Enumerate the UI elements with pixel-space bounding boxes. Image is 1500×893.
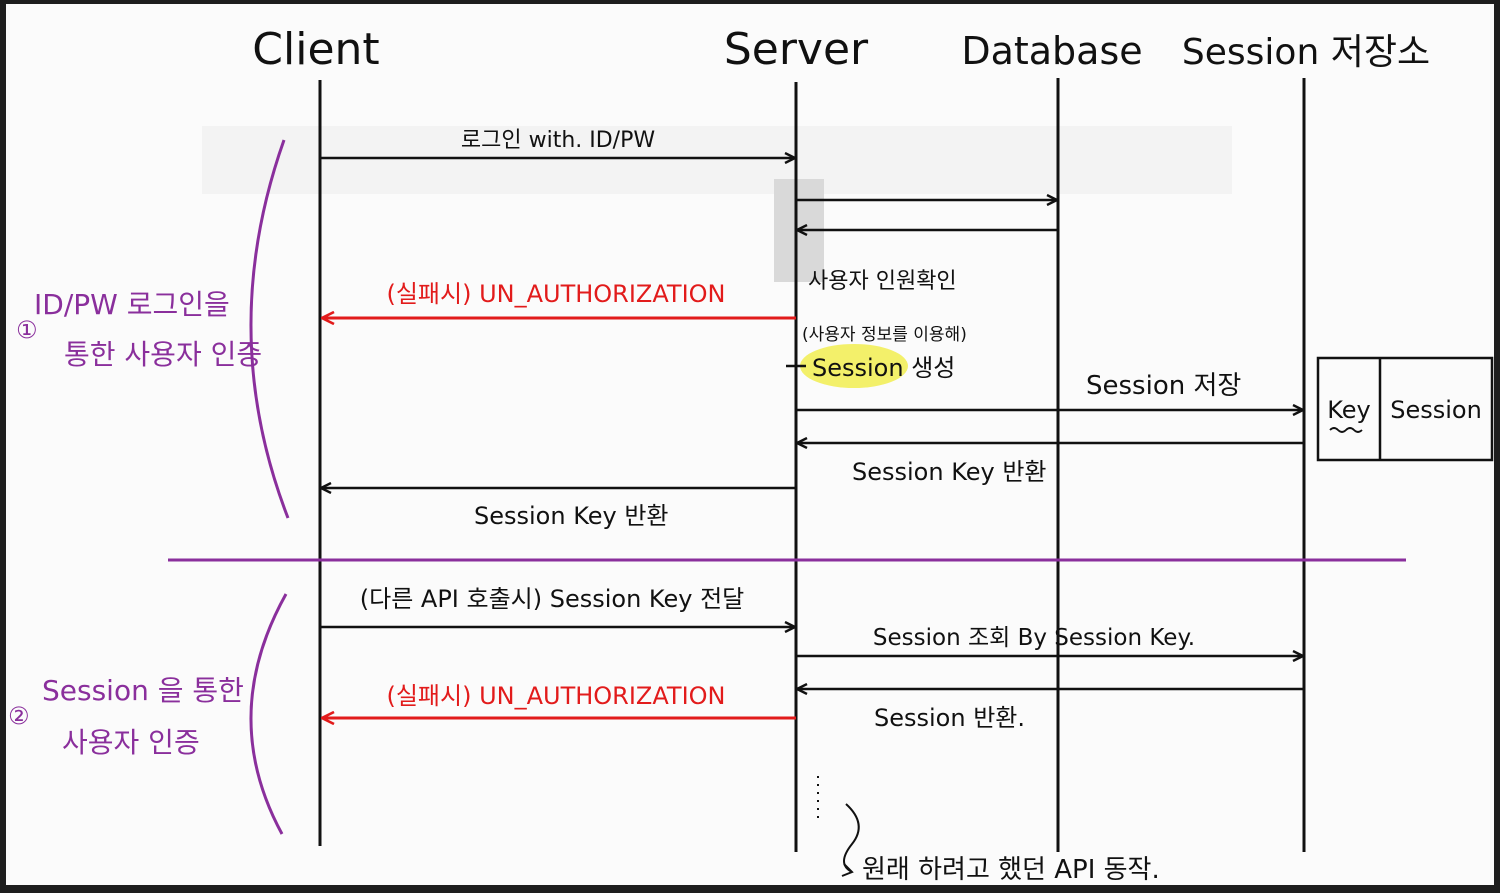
msg-verify-user: 사용자 인원확인	[808, 269, 957, 294]
phase1-label-line1: ID/PW 로그인을	[34, 288, 230, 321]
phase2-bracket	[249, 593, 288, 835]
msg-send-key: (다른 API 호출시) Session Key 전달	[360, 585, 744, 613]
phase1-number: ①	[16, 316, 38, 344]
highlight-session-create	[800, 344, 908, 388]
phase2-label-line1: Session 을 통한	[42, 674, 244, 707]
participant-client: Client	[252, 24, 379, 75]
msg-lookup: Session 조회 By Session Key.	[873, 625, 1195, 651]
msg-using-user-info: (사용자 정보를 이용해)	[802, 325, 967, 345]
phase2-label-line2: 사용자 인증	[62, 726, 200, 759]
store-col-key: Key	[1327, 396, 1371, 424]
participant-server: Server	[724, 24, 869, 75]
participant-session-store: Session 저장소	[1182, 32, 1430, 73]
phase2-number: ②	[8, 702, 30, 730]
msg-session-save: Session 저장	[1086, 371, 1241, 401]
msg-session-return: Session 반환.	[874, 704, 1025, 732]
phase1-bracket	[249, 139, 290, 519]
msg-session-create: Session 생성	[812, 354, 955, 382]
msg-original-api: 원래 하려고 했던 API 동작.	[862, 855, 1160, 885]
msg-fail-phase1: (실패시) UN_AUTHORIZATION	[386, 280, 725, 308]
faint-background-block	[202, 126, 1232, 194]
participant-database: Database	[961, 29, 1142, 73]
msg-session-key-return-store: Session Key 반환	[852, 458, 1047, 486]
msg-fail-phase2: (실패시) UN_AUTHORIZATION	[386, 682, 725, 710]
sequence-diagram: Client Server Database Session 저장소 ① ID/…	[8, 24, 1494, 885]
sequence-diagram-board: Client Server Database Session 저장소 ① ID/…	[6, 4, 1494, 885]
store-col-session: Session	[1390, 396, 1482, 424]
curved-arrow-original-api	[843, 803, 860, 873]
msg-session-key-return-client: Session Key 반환	[474, 502, 669, 530]
phase1-label-line2: 통한 사용자 인증	[64, 338, 262, 371]
curved-arrow-head	[841, 863, 854, 877]
key-underline-squiggle	[1329, 427, 1363, 433]
session-store-table	[1316, 356, 1494, 462]
msg-login-label: 로그인 with. ID/PW	[461, 128, 655, 153]
